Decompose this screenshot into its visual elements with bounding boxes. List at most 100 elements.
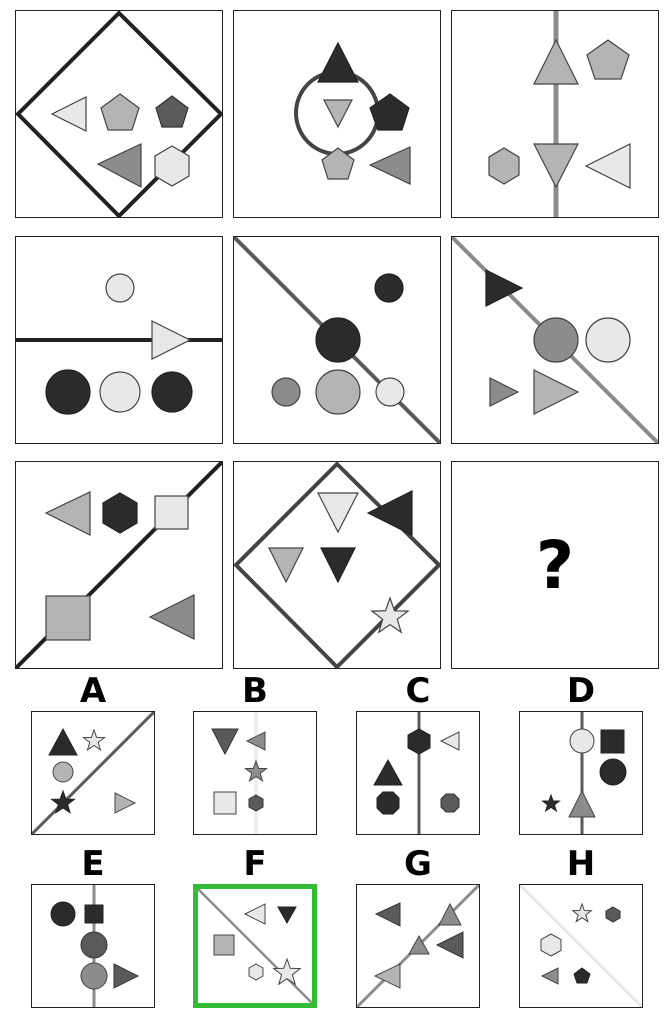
triangle-right-shape bbox=[151, 320, 192, 360]
option-c-drawing bbox=[373, 712, 460, 834]
triangle-down-shape bbox=[211, 728, 239, 756]
cell-3-drawing bbox=[488, 11, 631, 217]
star-shape bbox=[370, 596, 410, 634]
star-shape bbox=[541, 793, 561, 813]
option-a[interactable] bbox=[31, 711, 155, 835]
option-e-drawing bbox=[50, 885, 140, 1007]
cell-1-drawing bbox=[16, 11, 222, 217]
option-g[interactable] bbox=[356, 884, 480, 1008]
puzzle-cell-5 bbox=[233, 236, 441, 444]
option-f[interactable] bbox=[193, 884, 317, 1008]
triangle-left-shape bbox=[366, 490, 413, 536]
triangle-right-shape bbox=[485, 269, 524, 307]
circle-shape bbox=[271, 377, 301, 407]
triangle-left-shape bbox=[245, 731, 266, 751]
hexagon-shape bbox=[154, 145, 190, 187]
circle-shape bbox=[105, 273, 135, 303]
circle-shape bbox=[315, 369, 361, 415]
diagonal-line bbox=[520, 885, 642, 1007]
missing-cell-question-mark: ? bbox=[535, 526, 575, 604]
hexagon-shape bbox=[102, 492, 138, 534]
cell-4-drawing bbox=[16, 273, 222, 415]
option-h[interactable] bbox=[519, 884, 643, 1008]
option-b-label: B bbox=[242, 671, 268, 711]
triangle-down-shape bbox=[268, 547, 304, 584]
triangle-down-shape bbox=[317, 492, 359, 534]
hexagon-shape bbox=[605, 906, 621, 923]
option-h-label: H bbox=[566, 844, 596, 884]
circle-shape bbox=[80, 931, 108, 959]
option-a-label: A bbox=[79, 671, 107, 711]
triangle-down-shape bbox=[323, 99, 353, 129]
triangle-left-shape bbox=[435, 931, 464, 959]
triangle-left-shape bbox=[96, 143, 142, 189]
triangle-left-shape bbox=[439, 731, 460, 751]
triangle-up-shape bbox=[317, 41, 359, 83]
option-b-drawing bbox=[211, 712, 268, 834]
triangle-left-shape bbox=[50, 96, 87, 132]
triangle-left-shape bbox=[243, 903, 266, 925]
puzzle-cell-6 bbox=[451, 236, 659, 444]
circle-shape bbox=[533, 317, 579, 363]
diagonal-line bbox=[32, 712, 154, 834]
puzzle-cell-8 bbox=[233, 461, 441, 669]
star-shape bbox=[272, 957, 302, 986]
circle-shape bbox=[151, 371, 193, 413]
option-c-label: C bbox=[405, 671, 431, 711]
circle-shape bbox=[375, 377, 405, 407]
triangle-right-shape bbox=[533, 369, 580, 415]
cell-8-drawing bbox=[234, 462, 440, 668]
pentagon-shape bbox=[369, 93, 410, 131]
circle-shape bbox=[599, 758, 627, 786]
option-g-drawing bbox=[357, 885, 479, 1007]
pentagon-shape bbox=[586, 39, 630, 80]
circle-shape bbox=[80, 962, 108, 990]
option-f-label: F bbox=[243, 844, 267, 884]
option-g-label: G bbox=[404, 844, 432, 884]
square-shape bbox=[154, 495, 189, 530]
cell-7-drawing bbox=[16, 462, 222, 668]
triangle-left-shape bbox=[368, 146, 411, 185]
option-d[interactable] bbox=[519, 711, 643, 835]
pentagon-shape bbox=[100, 93, 140, 131]
square-shape bbox=[213, 934, 235, 956]
triangle-left-shape bbox=[44, 491, 91, 536]
circle-shape bbox=[374, 273, 404, 303]
puzzle-cell-9: ? bbox=[451, 461, 659, 669]
square-shape bbox=[84, 904, 104, 924]
option-d-drawing bbox=[541, 712, 627, 834]
triangle-up-shape bbox=[568, 789, 596, 818]
pentagon-shape bbox=[155, 95, 189, 128]
cell-6-drawing bbox=[452, 237, 658, 443]
triangle-up-shape bbox=[408, 934, 430, 955]
puzzle-cell-1 bbox=[15, 10, 223, 218]
circle-shape bbox=[315, 317, 361, 363]
hexagon-shape bbox=[248, 794, 264, 812]
triangle-down-shape bbox=[320, 547, 356, 584]
triangle-up-shape bbox=[48, 727, 78, 756]
star-shape bbox=[244, 759, 268, 783]
option-f-drawing bbox=[198, 889, 312, 1003]
circle-shape bbox=[569, 728, 595, 754]
triangle-left-shape bbox=[540, 967, 559, 985]
circle-shape bbox=[50, 901, 76, 927]
pentagon-shape bbox=[321, 147, 355, 180]
circle-shape bbox=[45, 369, 91, 415]
cell-2-drawing bbox=[294, 41, 411, 185]
option-b[interactable] bbox=[193, 711, 317, 835]
option-e[interactable] bbox=[31, 884, 155, 1008]
star-shape bbox=[82, 728, 106, 752]
puzzle-cell-4 bbox=[15, 236, 223, 444]
puzzle-cell-3 bbox=[451, 10, 659, 218]
star-shape bbox=[50, 789, 76, 814]
hexagon-shape bbox=[248, 963, 264, 981]
octagon-shape bbox=[376, 791, 400, 815]
option-c[interactable] bbox=[356, 711, 480, 835]
option-e-label: E bbox=[81, 844, 105, 884]
diamond-outline bbox=[16, 11, 222, 217]
circle-shape bbox=[99, 371, 141, 413]
option-a-drawing bbox=[32, 712, 154, 834]
circle-shape bbox=[52, 761, 74, 783]
triangle-right-shape bbox=[114, 792, 137, 814]
triangle-left-shape bbox=[148, 594, 195, 640]
